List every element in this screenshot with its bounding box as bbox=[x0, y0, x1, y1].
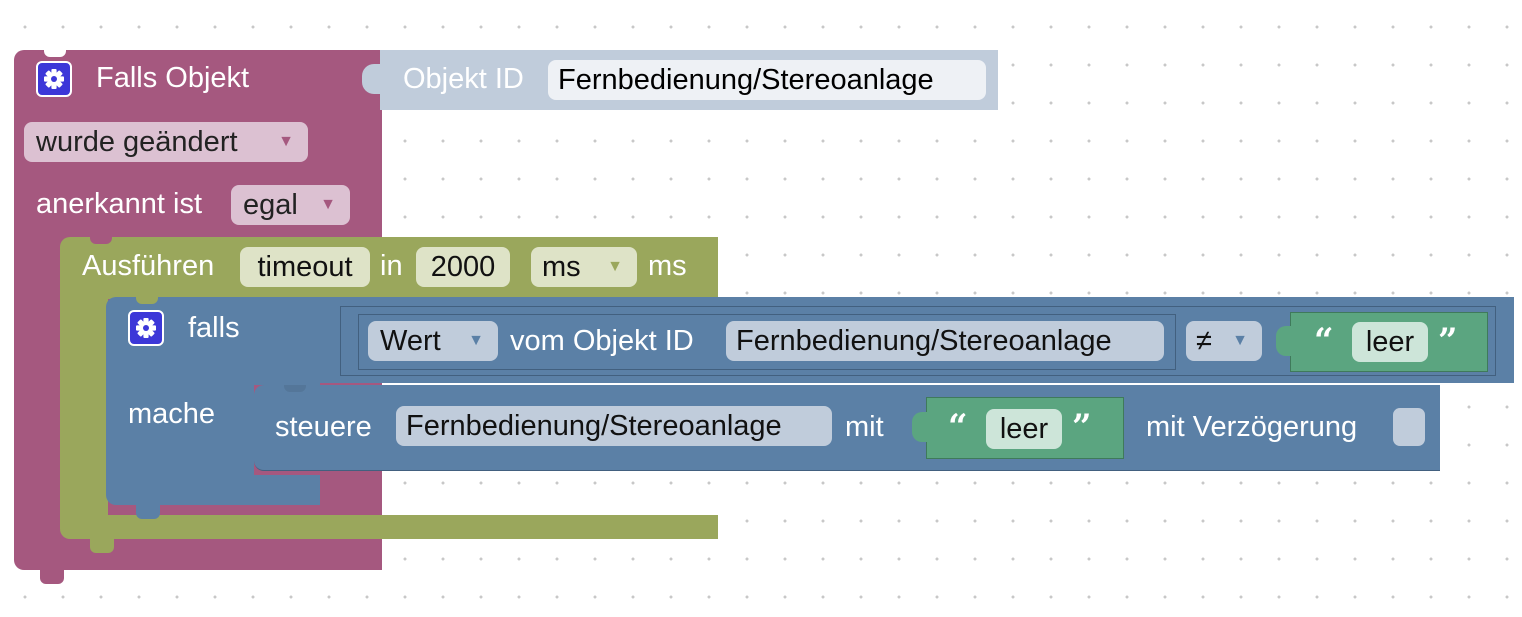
trigger-condition-dropdown[interactable]: wurde geändert ▼ bbox=[24, 122, 308, 162]
gear-icon bbox=[136, 318, 156, 338]
timeout-top-notch bbox=[90, 237, 112, 244]
quote-close-icon: ” bbox=[1072, 407, 1092, 447]
trigger-ack-dropdown[interactable]: egal ▼ bbox=[231, 185, 350, 225]
timeout-delay-value: 2000 bbox=[430, 250, 496, 283]
timeout-name-field[interactable]: timeout bbox=[240, 247, 370, 287]
if-block-spine bbox=[106, 383, 254, 483]
trigger-ack-value: egal bbox=[243, 188, 298, 221]
trigger-top-notch bbox=[44, 50, 66, 57]
getter-mode-dropdown[interactable]: Wert ▼ bbox=[368, 321, 498, 361]
control-string-value: leer bbox=[999, 412, 1049, 445]
quote-close-icon: ” bbox=[1438, 321, 1458, 361]
trigger-title: Falls Objekt bbox=[96, 62, 250, 94]
control-string-field[interactable]: leer bbox=[986, 409, 1062, 449]
timeout-delay-field[interactable]: 2000 bbox=[416, 247, 510, 287]
if-gear-icon[interactable] bbox=[128, 310, 164, 346]
timeout-unit-value: ms bbox=[542, 250, 581, 283]
chevron-down-icon: ▼ bbox=[607, 258, 623, 275]
chevron-down-icon: ▼ bbox=[320, 196, 336, 213]
timeout-block-spine bbox=[60, 297, 108, 517]
trigger-block-next-tab bbox=[40, 568, 64, 584]
timeout-label: Ausführen bbox=[82, 250, 215, 282]
trigger-object-label: Objekt ID bbox=[403, 63, 524, 95]
getter-label: vom Objekt ID bbox=[510, 325, 694, 357]
compare-string-field[interactable]: leer bbox=[1352, 322, 1428, 362]
getter-object-value: Fernbedienung/Stereoanlage bbox=[736, 324, 1112, 357]
if-top-notch bbox=[136, 297, 158, 304]
control-string-connector bbox=[912, 412, 932, 442]
control-object-field[interactable]: Fernbedienung/Stereoanlage bbox=[396, 406, 832, 446]
chevron-down-icon: ▼ bbox=[278, 133, 294, 150]
operator-dropdown[interactable]: ≠ ▼ bbox=[1186, 321, 1262, 361]
getter-object-field[interactable]: Fernbedienung/Stereoanlage bbox=[726, 321, 1164, 361]
trigger-object-value: Fernbedienung/Stereoanlage bbox=[558, 63, 934, 96]
timeout-unit-suffix: ms bbox=[648, 250, 687, 282]
trigger-gear-icon[interactable] bbox=[36, 61, 72, 97]
trigger-object-field[interactable]: Fernbedienung/Stereoanlage bbox=[548, 60, 986, 100]
trigger-ack-label: anerkannt ist bbox=[36, 188, 203, 220]
quote-open-icon: “ bbox=[948, 407, 968, 447]
timeout-name-value: timeout bbox=[257, 250, 353, 283]
control-delay-label: mit Verzögerung bbox=[1146, 411, 1358, 443]
if-block-next-tab bbox=[136, 503, 160, 519]
quote-open-icon: “ bbox=[1314, 321, 1334, 361]
control-label: steuere bbox=[275, 411, 372, 443]
compare-string-connector bbox=[1276, 326, 1296, 356]
trigger-object-input-connector bbox=[362, 64, 386, 94]
timeout-block-next-tab bbox=[90, 537, 114, 553]
operator-value: ≠ bbox=[1196, 324, 1212, 357]
control-delay-checkbox[interactable] bbox=[1393, 408, 1425, 446]
if-label: falls bbox=[188, 312, 240, 344]
control-top-notch bbox=[284, 385, 306, 392]
timeout-unit-dropdown[interactable]: ms ▼ bbox=[531, 247, 637, 287]
control-object-value: Fernbedienung/Stereoanlage bbox=[406, 409, 782, 442]
trigger-condition-value: wurde geändert bbox=[36, 125, 238, 158]
compare-string-value: leer bbox=[1365, 325, 1415, 358]
timeout-block-bottom bbox=[60, 515, 718, 539]
timeout-in-label: in bbox=[380, 250, 403, 282]
getter-mode-value: Wert bbox=[380, 324, 441, 357]
if-do-label: mache bbox=[128, 398, 216, 430]
if-block-bottom bbox=[106, 475, 320, 505]
gear-icon bbox=[44, 69, 64, 89]
chevron-down-icon: ▼ bbox=[468, 332, 484, 349]
chevron-down-icon: ▼ bbox=[1232, 332, 1248, 349]
control-with-label: mit bbox=[845, 411, 884, 443]
